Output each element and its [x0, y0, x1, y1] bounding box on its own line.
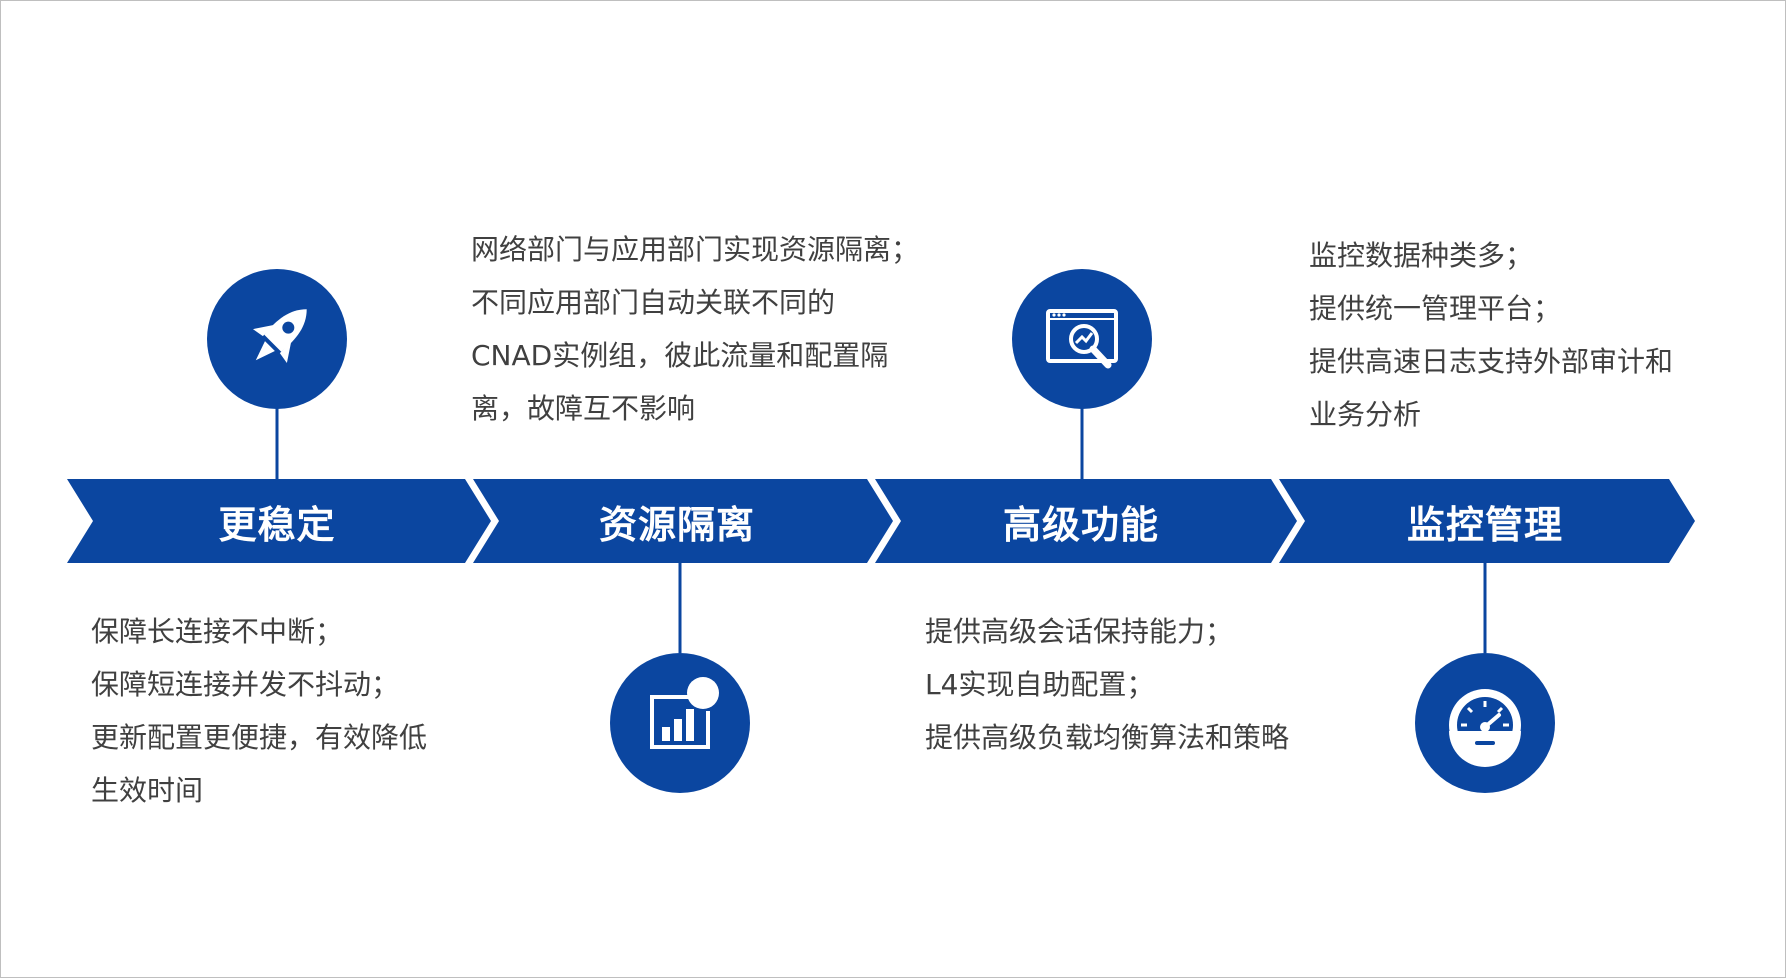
- rocket-icon: [207, 269, 347, 409]
- description-line: L4实现自助配置；: [925, 668, 1155, 701]
- description-line: 不同应用部门自动关联不同的: [471, 286, 836, 319]
- arrow-segment-3: [875, 479, 1297, 563]
- description-line: 提供高级负载均衡算法和策略: [925, 721, 1290, 754]
- description-line: 保障短连接并发不抖动；: [91, 668, 400, 701]
- stage-description-4: 监控数据种类多； 提供统一管理平台； 提供高速日志支持外部审计和 业务分析: [1309, 229, 1673, 441]
- description-line: 提供高级会话保持能力；: [925, 615, 1234, 648]
- stage-label-2: 资源隔离: [598, 502, 755, 547]
- stage-description-2: 网络部门与应用部门实现资源隔离； 不同应用部门自动关联不同的 CNAD实例组，彼…: [471, 223, 919, 435]
- description-line: 提供统一管理平台；: [1309, 292, 1562, 325]
- arrow-band: [67, 479, 1695, 563]
- speedometer-icon: [1415, 653, 1555, 793]
- arrow-segment-4: [1279, 479, 1695, 563]
- description-line: 更新配置更便捷，有效降低: [91, 721, 428, 754]
- arrow-segment-1: [67, 479, 491, 563]
- description-line: 离，故障互不影响: [471, 392, 696, 425]
- bar-chart-icon: [610, 653, 750, 793]
- stage-label-3: 高级功能: [1002, 502, 1159, 547]
- stage-label-4: 监控管理: [1406, 502, 1563, 547]
- description-line: 业务分析: [1309, 398, 1422, 431]
- stage-description-1: 保障长连接不中断； 保障短连接并发不抖动； 更新配置更便捷，有效降低 生效时间: [91, 605, 427, 817]
- stage-label-1: 更稳定: [218, 502, 336, 547]
- stage-description-3: 提供高级会话保持能力； L4实现自助配置； 提供高级负载均衡算法和策略: [925, 605, 1289, 764]
- description-line: CNAD实例组，彼此流量和配置隔: [471, 339, 889, 372]
- description-line: 提供高速日志支持外部审计和: [1309, 345, 1674, 378]
- description-line: 网络部门与应用部门实现资源隔离；: [471, 233, 920, 266]
- arrow-segment-2: [473, 479, 893, 563]
- description-line: 生效时间: [91, 774, 204, 807]
- description-line: 保障长连接不中断；: [91, 615, 344, 648]
- monitor-search-icon: [1012, 269, 1152, 409]
- description-line: 监控数据种类多；: [1309, 239, 1534, 272]
